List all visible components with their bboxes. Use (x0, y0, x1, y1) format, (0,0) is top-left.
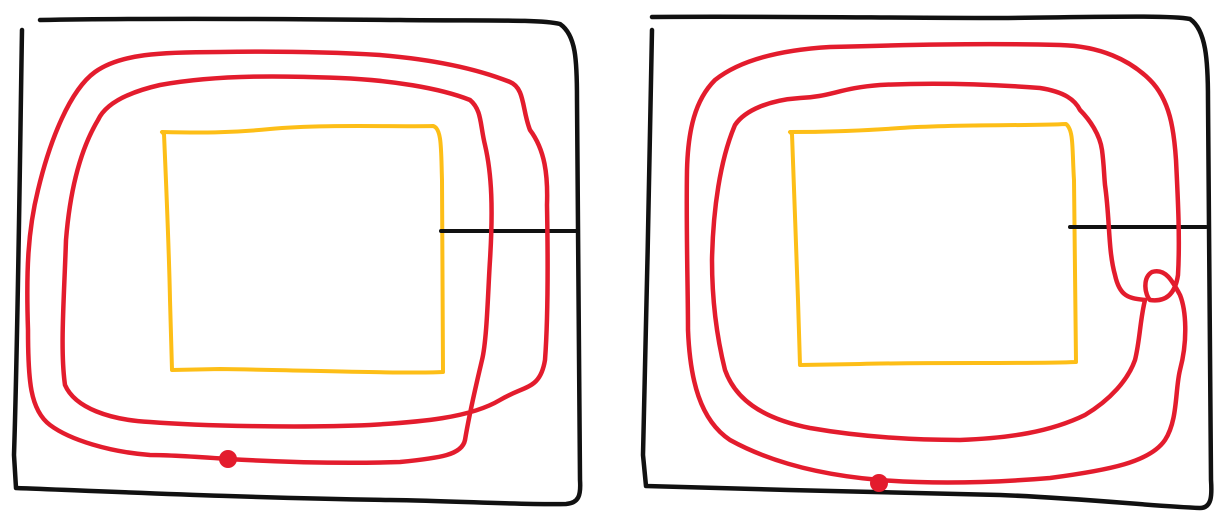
right-inner-square (788, 122, 1078, 367)
left-marker-dot (219, 450, 237, 468)
right-red-spiral (684, 41, 1188, 485)
left-inner-square (160, 124, 445, 375)
left-panel (11, 16, 583, 507)
left-frame (11, 16, 583, 507)
right-panel (640, 14, 1214, 511)
left-red-spiral (25, 49, 550, 466)
right-marker-dot (870, 474, 888, 492)
right-frame (640, 14, 1214, 511)
